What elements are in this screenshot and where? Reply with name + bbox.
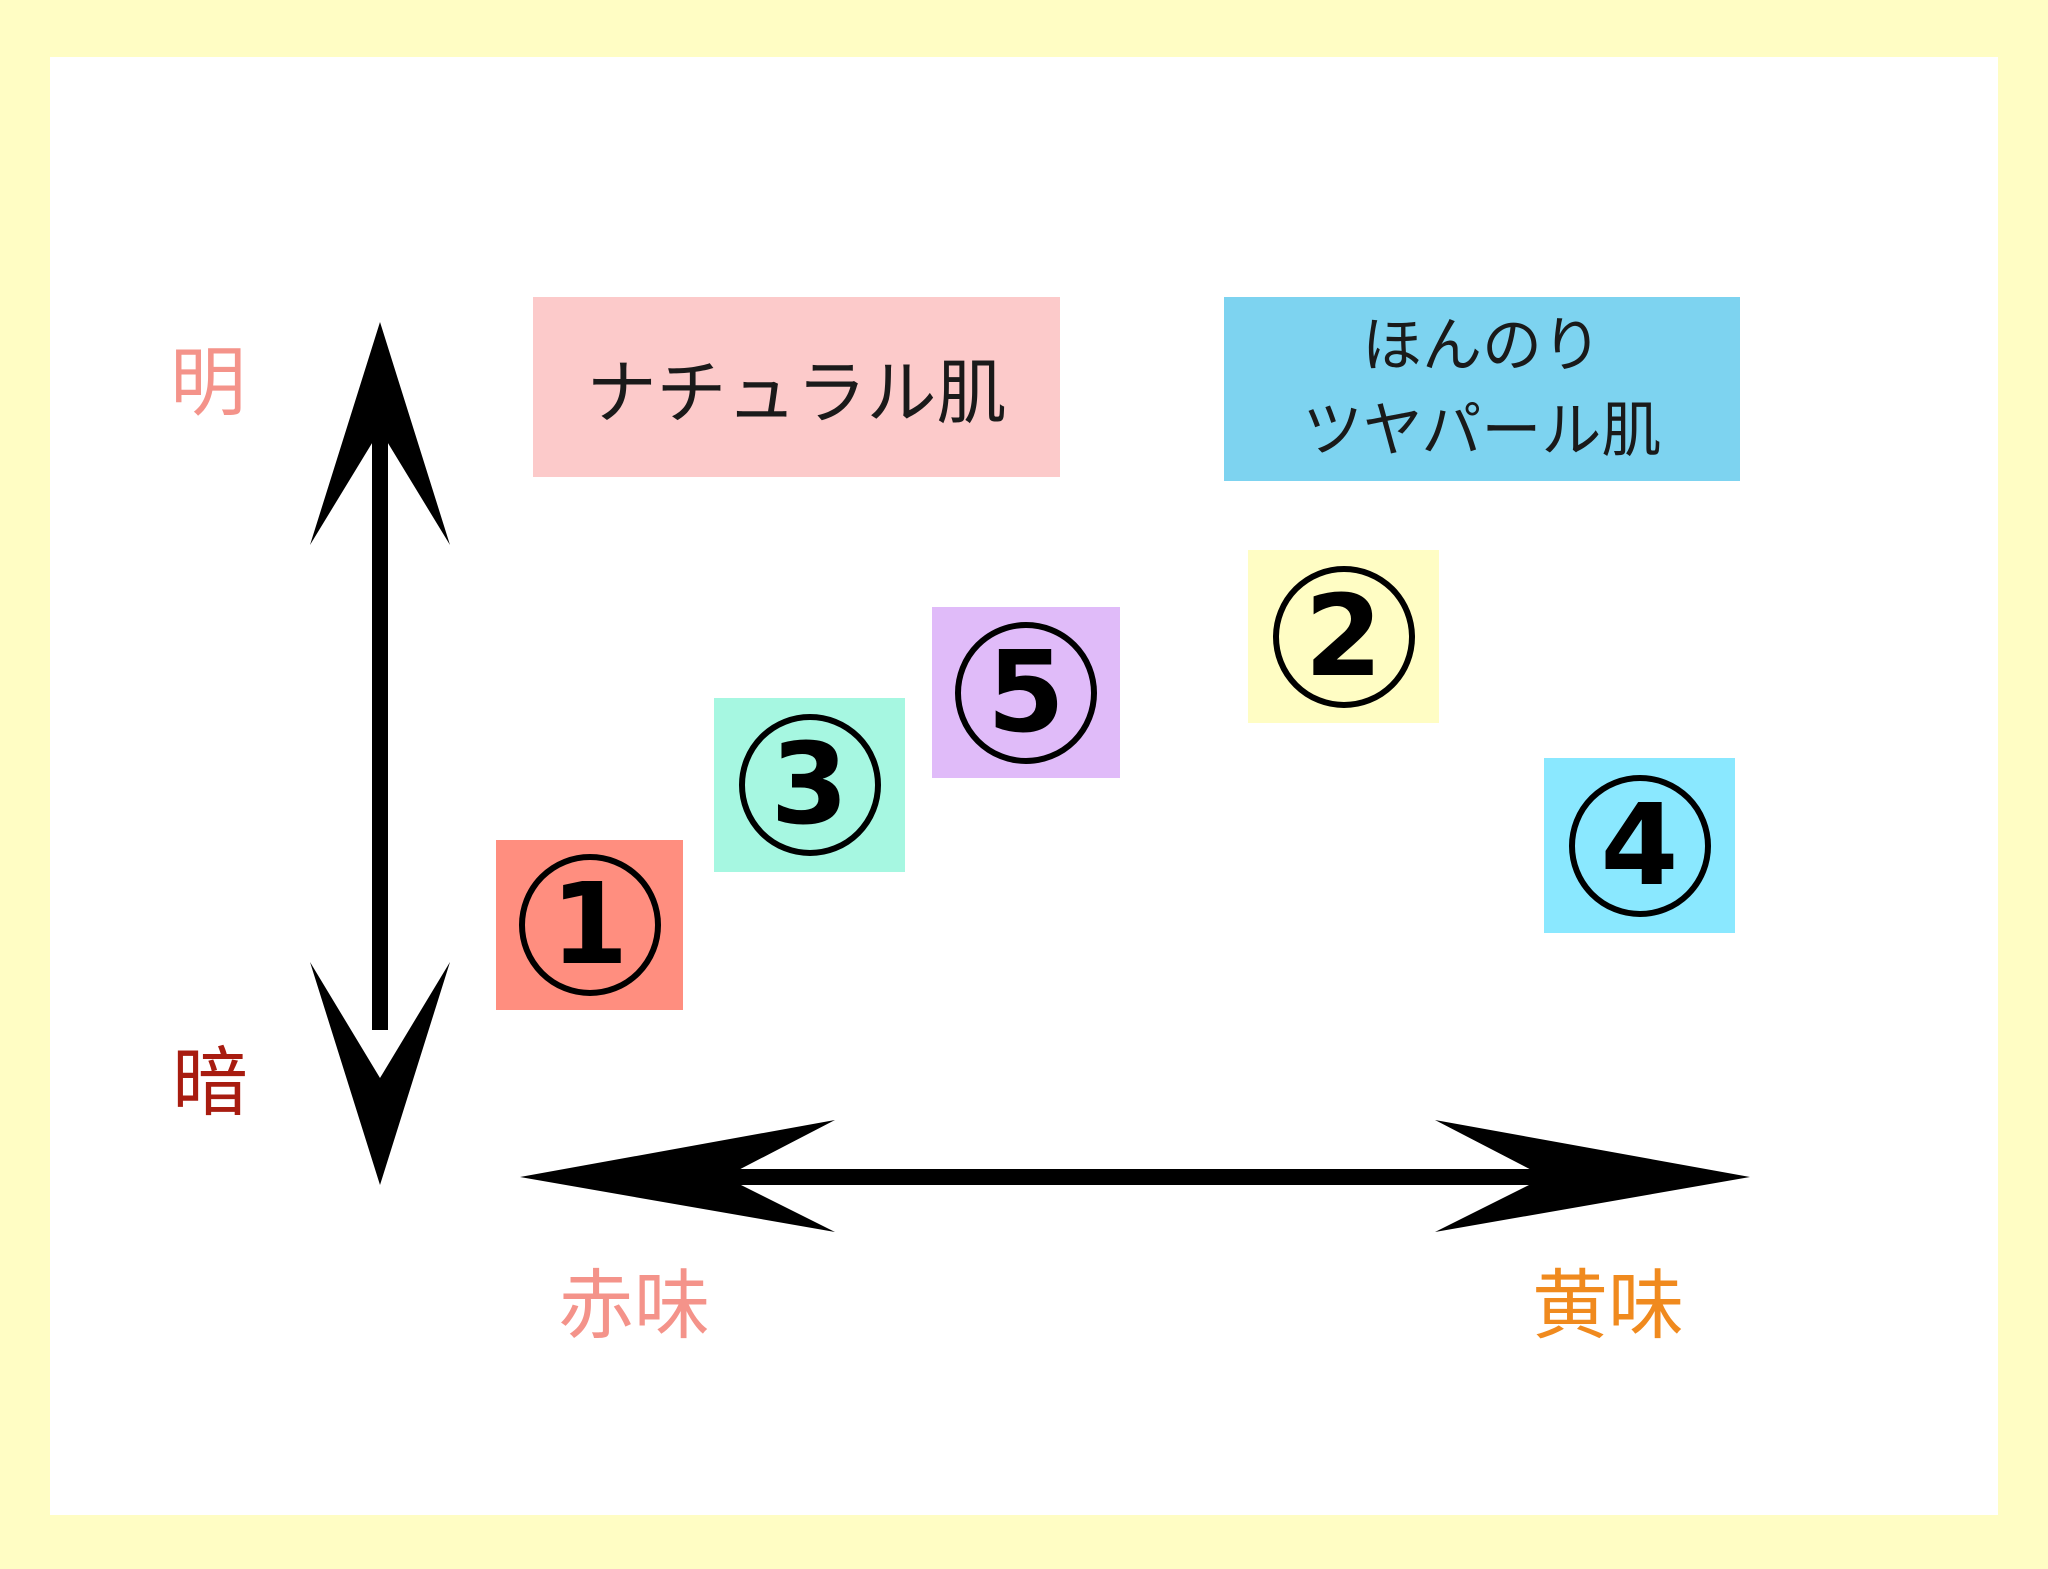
arrow-left-icon bbox=[520, 1120, 835, 1232]
arrow-down-icon bbox=[310, 962, 450, 1185]
shade-5-marker: 5 bbox=[932, 607, 1120, 778]
category-natural-skin-label: ナチュラル肌 bbox=[586, 351, 1007, 434]
shade-4-number: 4 bbox=[1568, 774, 1711, 917]
category-pearl-glow-skin: ほんのり ツヤパール肌 bbox=[1224, 297, 1740, 481]
category-pearl-glow-line2: ツヤパール肌 bbox=[1302, 396, 1662, 466]
yellow-tone-label: 黄味 bbox=[1532, 1261, 1684, 1350]
shade-2-number: 2 bbox=[1272, 565, 1415, 708]
arrow-right-icon bbox=[1435, 1120, 1750, 1232]
shade-3-number: 3 bbox=[738, 714, 881, 856]
shade-4-marker: 4 bbox=[1544, 758, 1735, 933]
shade-2-marker: 2 bbox=[1248, 550, 1439, 723]
bright-label: 明 bbox=[170, 338, 246, 427]
shade-5-number: 5 bbox=[955, 621, 1097, 764]
category-natural-skin: ナチュラル肌 bbox=[533, 297, 1060, 477]
arrow-up-icon bbox=[310, 322, 450, 545]
shade-1-marker: 1 bbox=[496, 840, 683, 1010]
shade-1-number: 1 bbox=[518, 854, 661, 996]
dark-label: 暗 bbox=[172, 1038, 248, 1127]
red-tone-label: 赤味 bbox=[558, 1261, 710, 1350]
shade-3-marker: 3 bbox=[714, 698, 905, 872]
category-pearl-glow-line1: ほんのり bbox=[1362, 310, 1602, 381]
